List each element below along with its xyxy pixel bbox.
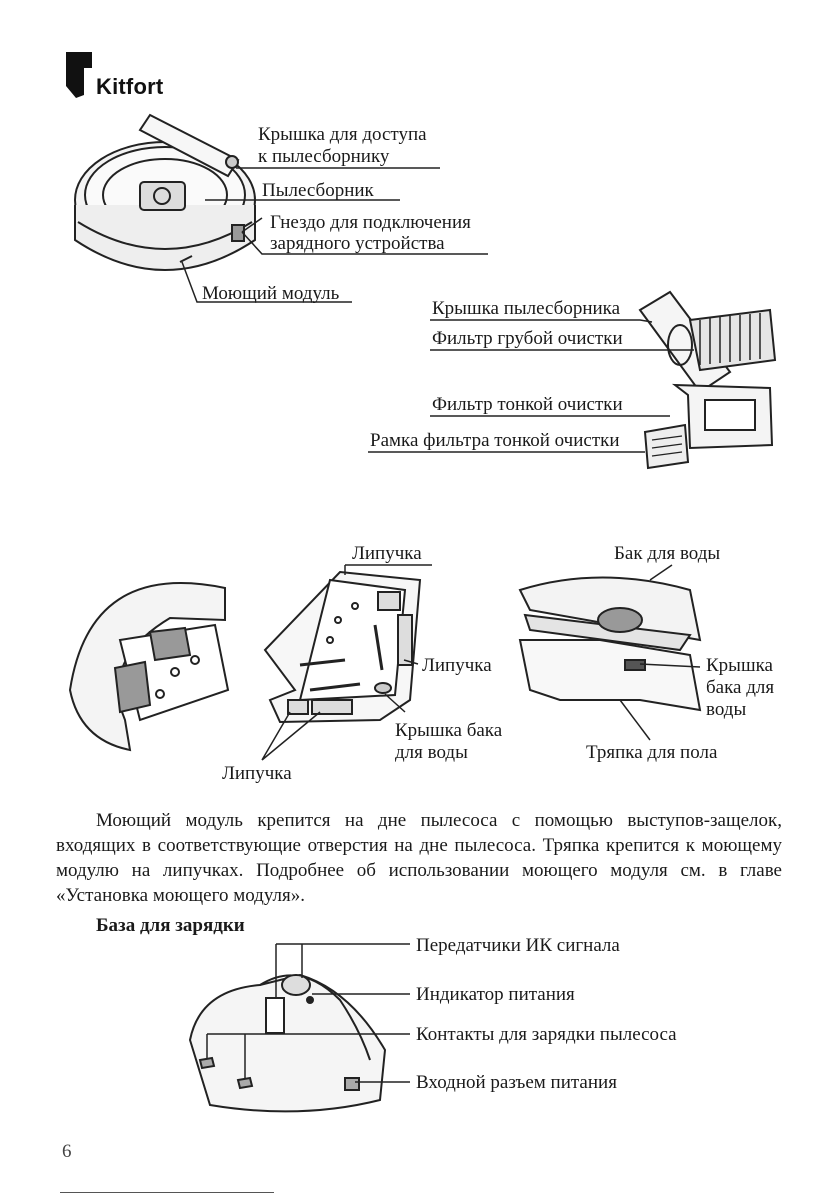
label-tank-cap-right-line1: Крышка	[706, 655, 773, 676]
label-coarse-filter: Фильтр грубой очистки	[432, 328, 623, 349]
mop-module-paragraph: Моющий модуль крепится на дне пылесоса с…	[56, 810, 782, 906]
label-velcro-top: Липучка	[352, 543, 422, 564]
brand-logo-text: Kitfort	[96, 74, 164, 99]
label-power-indicator: Индикатор питания	[416, 984, 575, 1005]
label-fine-filter-frame: Рамка фильтра тонкой очистки	[370, 430, 620, 451]
label-lid-line2: к пылесборнику	[258, 146, 390, 167]
label-ir-transmitters: Передатчики ИК сигнала	[416, 935, 620, 956]
label-power-input: Входной разъем питания	[416, 1072, 617, 1093]
label-socket-line1: Гнездо для подключения	[270, 212, 471, 233]
label-charging-contacts: Контакты для зарядки пылесоса	[416, 1024, 677, 1045]
label-velcro-right: Липучка	[422, 655, 492, 676]
page-number: 6	[62, 1141, 72, 1162]
label-fine-filter: Фильтр тонкой очистки	[432, 394, 623, 415]
label-mop-module: Моющий модуль	[202, 283, 340, 304]
charging-base-heading: База для зарядки	[96, 915, 245, 936]
label-floor-cloth: Тряпка для пола	[586, 742, 718, 763]
label-tank-cap-right-line2: бака для	[706, 677, 775, 698]
label-socket-line2: зарядного устройства	[270, 233, 445, 254]
label-tank-cap-right-line3: воды	[706, 699, 747, 720]
label-dustbin-lid: Крышка пылесборника	[432, 298, 621, 319]
footer-divider	[60, 1192, 274, 1193]
label-lid-line1: Крышка для доступа	[258, 124, 427, 145]
label-water-tank: Бак для воды	[614, 543, 721, 564]
label-tank-cap-left-line1: Крышка бака	[395, 720, 503, 741]
label-dustbin: Пылесборник	[262, 180, 374, 201]
label-velcro-bottom: Липучка	[222, 763, 292, 784]
label-tank-cap-left-line2: для воды	[395, 742, 468, 763]
